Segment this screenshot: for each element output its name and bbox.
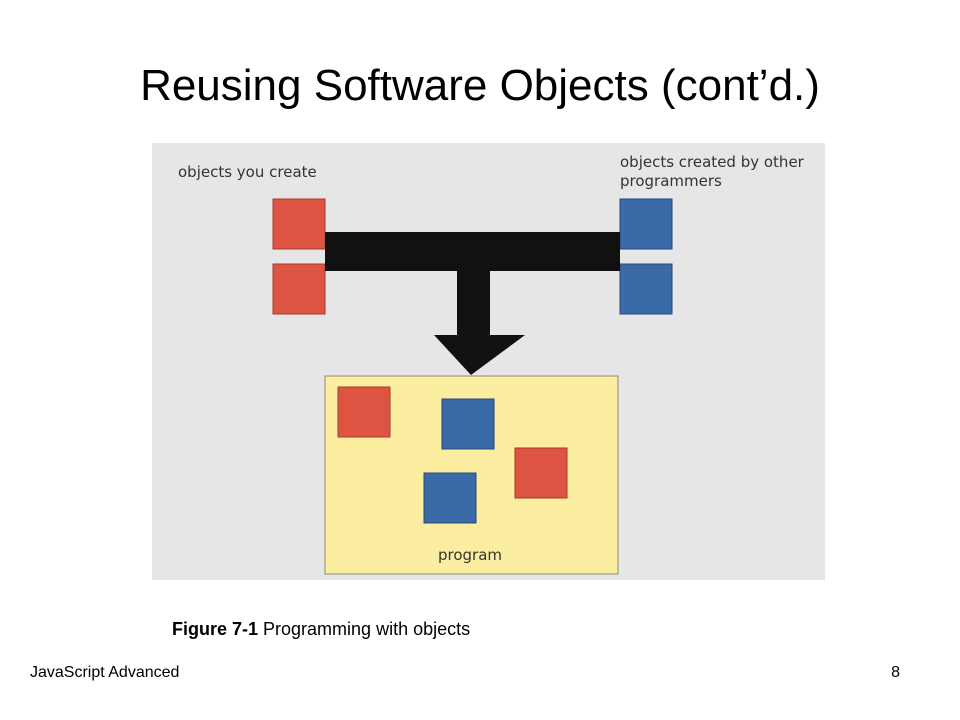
- program-red-object-1: [337, 386, 391, 438]
- label-program: program: [438, 546, 503, 564]
- red-object-bottom: [272, 263, 326, 315]
- page-number: 8: [891, 664, 900, 681]
- footer-course-name: JavaScript Advanced: [30, 664, 180, 681]
- program-blue-object-1: [441, 398, 495, 450]
- merge-arrow: [325, 232, 620, 375]
- program-red-object-2: [514, 447, 568, 499]
- label-objects-by-others-line1: objects created by other: [620, 153, 804, 171]
- program-blue-object-2: [423, 472, 477, 524]
- label-objects-by-others-line2: programmers: [620, 172, 722, 190]
- figure-programming-with-objects: objects you create objects created by ot…: [152, 143, 825, 580]
- blue-object-top: [619, 198, 673, 250]
- blue-object-bottom: [619, 263, 673, 315]
- slide-title: Reusing Software Objects (cont’d.): [140, 61, 820, 110]
- caption-text: Programming with objects: [258, 619, 471, 639]
- figure-caption: Figure 7-1 Programming with objects: [172, 619, 470, 640]
- figure-diagram: [152, 143, 825, 580]
- caption-figure-number: Figure 7-1: [172, 619, 259, 639]
- label-objects-you-create: objects you create: [178, 163, 317, 181]
- red-object-top: [272, 198, 326, 250]
